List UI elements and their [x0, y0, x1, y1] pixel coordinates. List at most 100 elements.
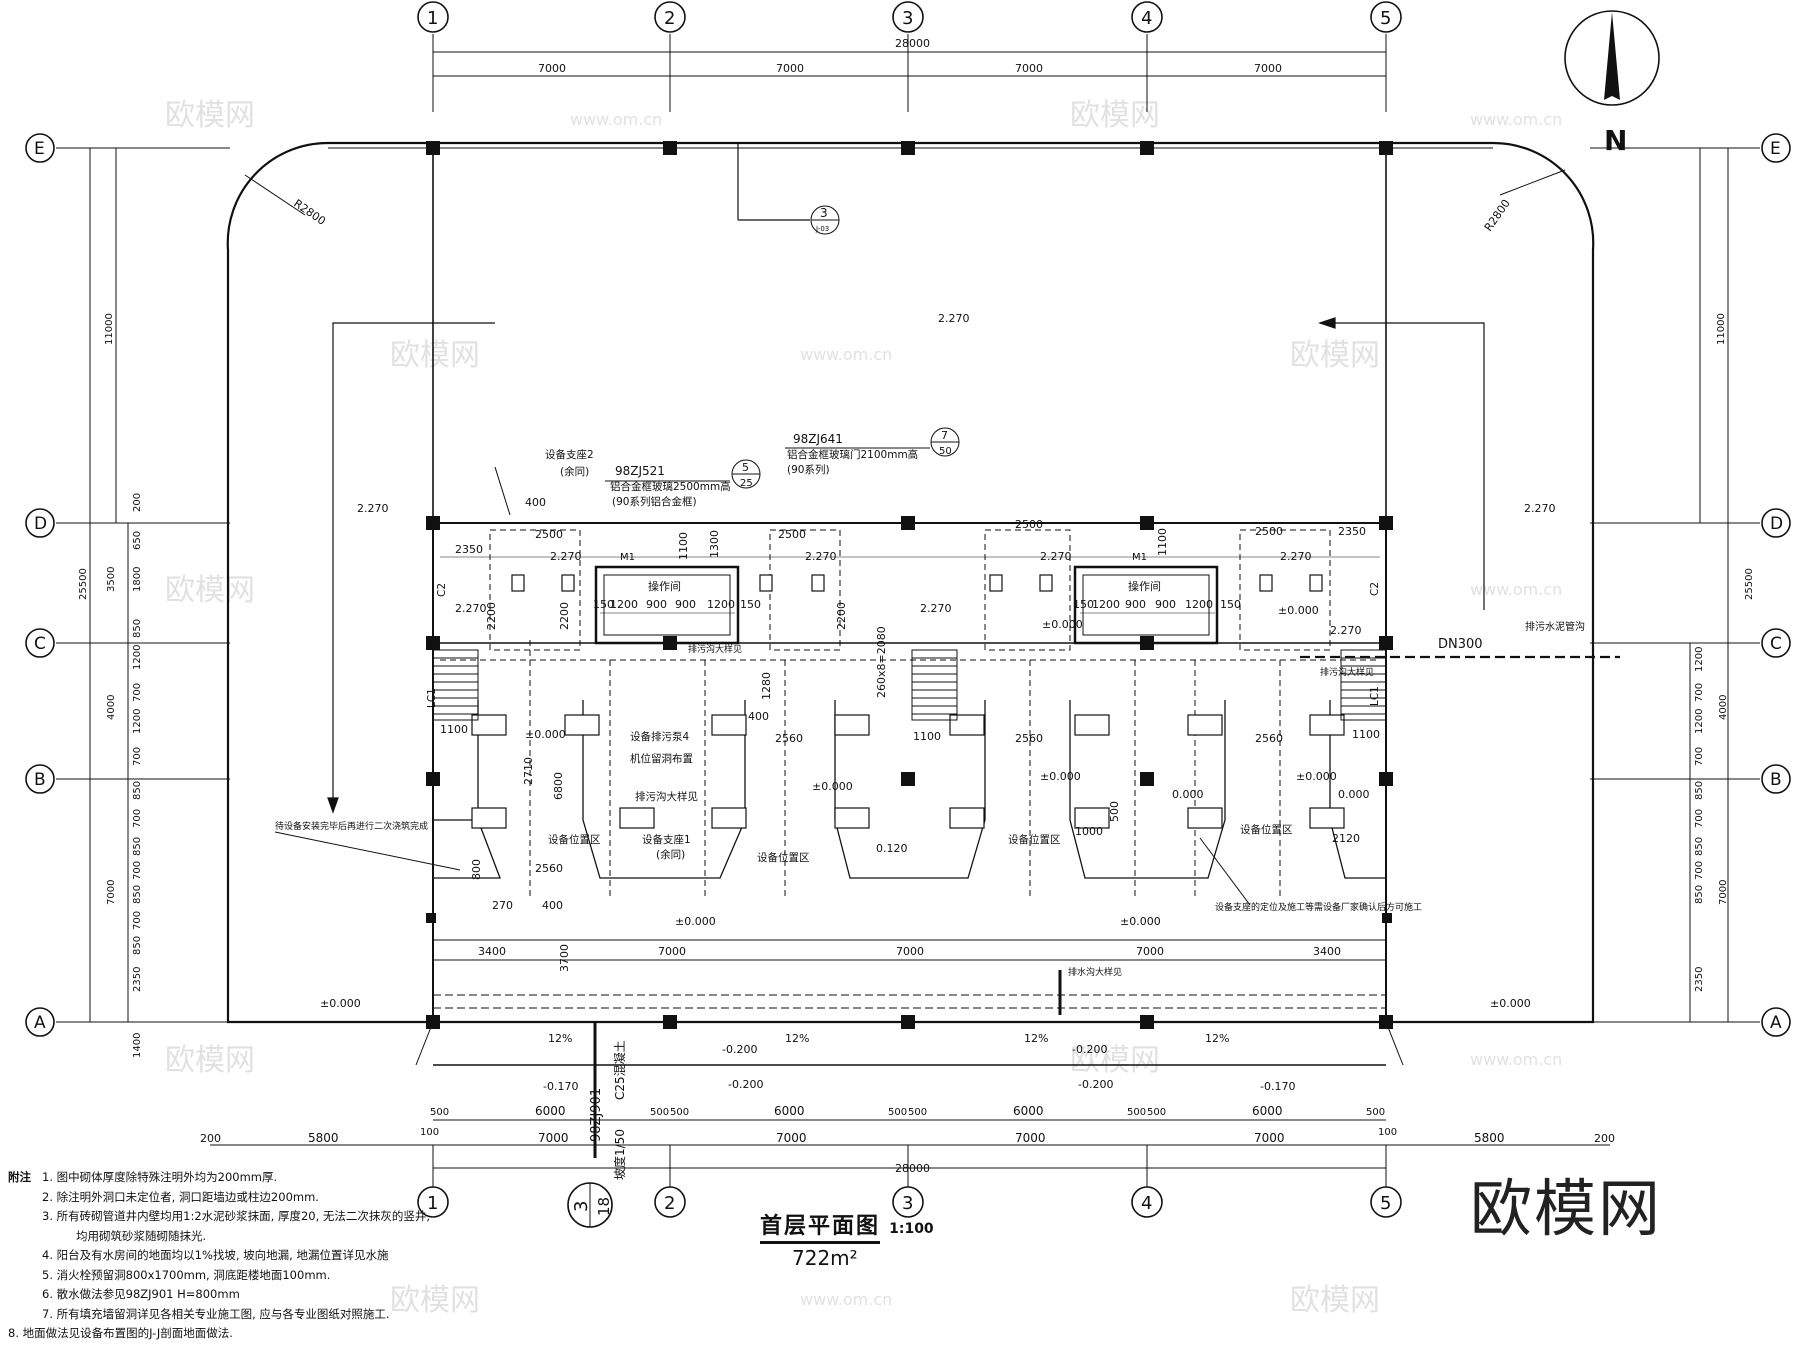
svg-text:700: 700 [1694, 683, 1705, 702]
svg-text:2500: 2500 [1255, 525, 1283, 538]
svg-text:4000: 4000 [1718, 695, 1729, 720]
svg-text:E: E [1770, 139, 1781, 159]
svg-text:2500: 2500 [535, 528, 563, 541]
note-item: 均用砌筑砂浆随砌随抹光. [76, 1228, 207, 1243]
grid-axes-columns: 1 2 3 4 5 1 2 3 4 5 [417, 1, 1402, 1218]
svg-text:3700: 3700 [558, 944, 571, 972]
svg-text:7000: 7000 [1015, 1131, 1046, 1145]
svg-text:欧模网: 欧模网 [165, 1043, 255, 1078]
svg-text:排污水泥管沟: 排污水泥管沟 [1525, 620, 1585, 633]
svg-text:500: 500 [908, 1107, 927, 1118]
svg-text:900: 900 [1155, 598, 1176, 611]
svg-text:1200: 1200 [1694, 709, 1705, 734]
svg-text:6000: 6000 [535, 1104, 566, 1118]
svg-text:欧模网: 欧模网 [1070, 98, 1160, 133]
svg-text:4000: 4000 [106, 695, 117, 720]
svg-text:1800: 1800 [132, 567, 143, 592]
svg-text:2.270: 2.270 [1280, 550, 1312, 563]
svg-text:500: 500 [430, 1107, 449, 1118]
svg-text:7000: 7000 [896, 945, 924, 958]
svg-text:0.120: 0.120 [876, 842, 908, 855]
svg-text:-0.170: -0.170 [1260, 1080, 1295, 1093]
svg-text:2: 2 [664, 1193, 675, 1214]
svg-text:设备排污泵4: 设备排污泵4 [630, 730, 689, 743]
svg-text:12%: 12% [785, 1032, 809, 1045]
svg-text:2200: 2200 [558, 602, 571, 630]
svg-text:25: 25 [740, 478, 753, 489]
svg-text:±0.000: ±0.000 [1042, 618, 1083, 631]
svg-text:2.270: 2.270 [805, 550, 837, 563]
svg-text:排污沟大样见: 排污沟大样见 [635, 790, 698, 803]
svg-text:700: 700 [132, 747, 143, 766]
svg-text:850: 850 [132, 885, 143, 904]
svg-text:150: 150 [740, 598, 761, 611]
svg-text:排污沟大样见: 排污沟大样见 [1320, 666, 1374, 678]
svg-text:2560: 2560 [1255, 732, 1283, 745]
svg-text:2: 2 [664, 8, 675, 29]
svg-text:500: 500 [670, 1107, 689, 1118]
svg-text:6000: 6000 [1013, 1104, 1044, 1118]
svg-text:500: 500 [1108, 801, 1121, 822]
svg-text:500: 500 [888, 1107, 907, 1118]
notes-row: 6. 散水做法参见98ZJ901 H=800mm [8, 1285, 628, 1305]
svg-text:2350: 2350 [132, 967, 143, 992]
notes-row: 均用砌筑砂浆随砌随抹光. [8, 1227, 628, 1247]
svg-text:2350: 2350 [1694, 967, 1705, 992]
svg-text:400: 400 [525, 496, 546, 509]
svg-text:700: 700 [1694, 747, 1705, 766]
svg-text:3500: 3500 [106, 567, 117, 592]
svg-text:850: 850 [132, 936, 143, 955]
svg-text:2.270: 2.270 [1040, 550, 1072, 563]
svg-text:操作间: 操作间 [1128, 579, 1161, 593]
svg-text:25500: 25500 [1744, 568, 1755, 600]
svg-text:7000: 7000 [1718, 880, 1729, 905]
svg-text:设备位置区: 设备位置区 [1008, 833, 1061, 846]
svg-text:-0.200: -0.200 [1072, 1043, 1107, 1056]
svg-text:机位留洞布置: 机位留洞布置 [630, 752, 693, 765]
svg-text:2.270: 2.270 [550, 550, 582, 563]
svg-text:7000: 7000 [538, 62, 566, 75]
svg-text:待设备安装完毕后再进行二次浇筑完成: 待设备安装完毕后再进行二次浇筑完成 [275, 820, 428, 832]
operation-room-left: 操作间 M1 [594, 552, 740, 645]
svg-text:7: 7 [941, 429, 948, 442]
svg-text:设备支座1: 设备支座1 [642, 833, 691, 846]
svg-text:欧模网: 欧模网 [1290, 338, 1380, 373]
drawing-title: 首层平面图 [760, 1208, 881, 1244]
svg-text:1200: 1200 [1092, 598, 1120, 611]
svg-text:2350: 2350 [1338, 525, 1366, 538]
svg-text:12%: 12% [1024, 1032, 1048, 1045]
svg-text:4: 4 [1141, 8, 1152, 29]
svg-text:7000: 7000 [1015, 62, 1043, 75]
svg-text:100: 100 [420, 1127, 439, 1138]
notes-row: 2. 除注明外洞口未定位者, 洞口距墙边或柱边200mm. [8, 1188, 628, 1208]
svg-text:700: 700 [132, 861, 143, 880]
svg-text:500: 500 [1366, 1107, 1385, 1118]
grid-axes-rows: E D C B A E D C B A [25, 133, 1791, 1037]
note-item: 3. 所有砖砌管道井内壁均用1:2水泥砂浆抹面, 厚度20, 无法二次抹灰的竖井… [42, 1209, 431, 1223]
svg-text:400: 400 [542, 899, 563, 912]
equipment-supports [471, 574, 1345, 829]
svg-text:1100: 1100 [677, 532, 690, 560]
svg-text:3: 3 [820, 206, 828, 220]
svg-text:J-03: J-03 [815, 225, 829, 233]
svg-text:25500: 25500 [78, 568, 89, 600]
svg-text:3400: 3400 [1313, 945, 1341, 958]
drawing-scale: 1:100 [889, 1221, 934, 1237]
drawing-title-block: 首层平面图 1:100 722m² [760, 1208, 960, 1270]
svg-text:150: 150 [1220, 598, 1241, 611]
svg-text:4: 4 [1141, 1193, 1152, 1214]
svg-text:850: 850 [132, 619, 143, 638]
floor-area: 722m² [792, 1246, 858, 1270]
svg-text:6000: 6000 [1252, 1104, 1283, 1118]
svg-text:A: A [1770, 1013, 1782, 1033]
drain-pipe: DN300 排污水泥管沟 [1300, 620, 1620, 659]
svg-text:R2800: R2800 [1482, 197, 1513, 234]
svg-text:欧模网: 欧模网 [390, 338, 480, 373]
svg-text:900: 900 [675, 598, 696, 611]
svg-text:±0.000: ±0.000 [1040, 770, 1081, 783]
svg-text:200: 200 [1594, 1132, 1615, 1145]
svg-text:800: 800 [470, 859, 483, 880]
svg-text:700: 700 [132, 911, 143, 930]
